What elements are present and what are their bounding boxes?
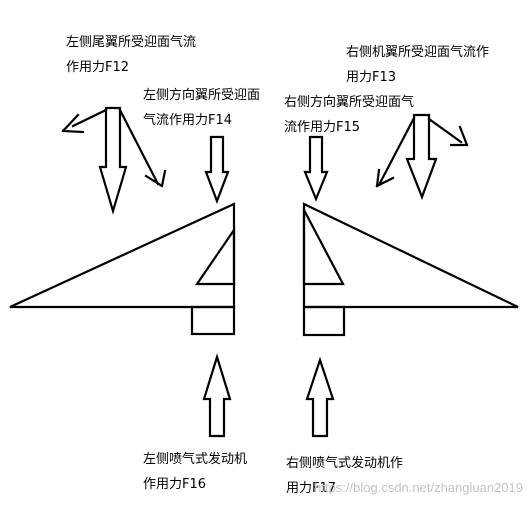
right-wing-triangle (302, 202, 519, 309)
arrow-f16-up (202, 353, 232, 438)
label-right-wing-force-line1: 右侧机翼所受迎面气流作 (346, 45, 490, 60)
label-left-engine-force-line1: 左侧喷气式发动机 (143, 452, 248, 467)
label-right-wing-force-line2: 用力F13 (346, 70, 397, 85)
label-right-engine-force-line1: 右侧喷气式发动机作 (286, 456, 404, 471)
label-right-engine-force: 右侧喷气式发动机作 用力F17 (286, 451, 403, 501)
arrow-f12-up-left (61, 108, 108, 134)
label-left-rudder-force-line2: 气流作用力F14 (143, 113, 233, 128)
arrow-f15-down (303, 135, 329, 202)
arrow-f13-down (405, 113, 438, 201)
right-wing-force-arrows (375, 113, 469, 201)
label-left-tail-force-line2: 作用力F12 (66, 60, 130, 75)
left-rudder-triangle (194, 226, 236, 286)
label-left-tail-force: 左侧尾翼所受迎面气流 作用力F12 (66, 30, 196, 80)
arrow-f12-down (98, 106, 128, 215)
label-right-rudder-force-line2: 流作用力F15 (284, 120, 361, 135)
watermark-url: https://blog.csdn.net/zhangluan2019 (314, 480, 523, 495)
label-left-engine-force: 左侧喷气式发动机 作用力F16 (143, 447, 247, 497)
label-left-engine-force-line2: 作用力F16 (143, 477, 207, 492)
label-right-wing-force: 右侧机翼所受迎面气流作 用力F13 (346, 40, 489, 90)
left-tail-force-arrows (61, 106, 167, 215)
label-right-rudder-force: 右侧方向翼所受迎面气 流作用力F15 (284, 90, 414, 140)
left-engine-box (190, 305, 236, 336)
left-airframe (9, 202, 236, 336)
label-left-tail-force-line1: 左侧尾翼所受迎面气流 (66, 35, 197, 50)
arrow-f13-right (427, 117, 469, 147)
right-rudder-triangle (302, 209, 345, 286)
label-left-rudder-force: 左侧方向翼所受迎面 气流作用力F14 (143, 83, 260, 133)
label-right-engine-force-line2: 用力F17 (286, 481, 337, 496)
arrow-f14-down (204, 135, 230, 205)
arrow-f17-up (305, 356, 335, 438)
left-wing-triangle (9, 202, 236, 309)
arrow-f13-down-left (375, 116, 416, 188)
label-right-rudder-force-line1: 右侧方向翼所受迎面气 (284, 95, 415, 110)
label-left-rudder-force-line1: 左侧方向翼所受迎面 (143, 88, 261, 103)
right-airframe (302, 202, 519, 337)
arrow-f12-down-right (118, 108, 167, 188)
right-engine-box (302, 305, 346, 337)
